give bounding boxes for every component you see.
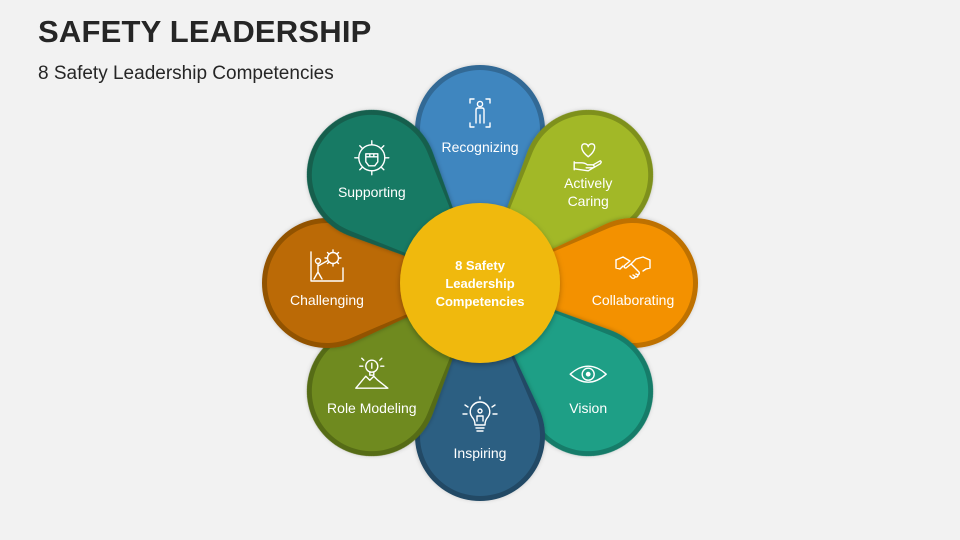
petal-label: Inspiring — [454, 445, 507, 461]
petal-label: Role Modeling — [327, 400, 417, 416]
lightbulb-person-icon — [462, 396, 498, 432]
petal-label-line: Role Modeling — [327, 400, 417, 416]
hub-label-line: 8 Safety — [455, 258, 506, 273]
petal-label-line: Supporting — [338, 184, 406, 200]
petal-label-line: Actively — [564, 175, 612, 191]
petal-label: Collaborating — [592, 292, 675, 308]
hub-label-line: Leadership — [445, 276, 514, 291]
petal-label: Supporting — [338, 184, 406, 200]
hub-label-line: Competencies — [436, 294, 525, 309]
petal-shape — [419, 283, 540, 496]
petal-collaborating: Collaborating — [480, 218, 698, 348]
push-gear-icon — [310, 249, 344, 282]
petal-label-line: Challenging — [290, 292, 364, 308]
heart-in-hand-icon — [573, 143, 602, 172]
petal-label-line: Vision — [569, 400, 607, 416]
petal-label-line: Collaborating — [592, 292, 675, 308]
petal-label: Vision — [569, 400, 607, 416]
idea-mountain-icon — [355, 357, 389, 389]
hub-circle — [400, 203, 560, 363]
person-focus-icon — [469, 98, 491, 128]
petal-shape — [420, 70, 540, 283]
petal-label-line: Caring — [568, 193, 609, 209]
eye-icon — [569, 365, 607, 383]
petal-inspiring: Inspiring — [415, 283, 545, 501]
petal-recognizing: Recognizing — [415, 65, 545, 283]
petal-label-line: Inspiring — [454, 445, 507, 461]
handshake-icon — [615, 256, 651, 280]
page-subtitle: 8 Safety Leadership Competencies — [38, 63, 334, 84]
petal-challenging: Challenging — [262, 218, 480, 348]
page-title: SAFETY LEADERSHIP — [38, 14, 372, 49]
petal-label-line: Recognizing — [441, 139, 518, 155]
petal-shape — [267, 223, 480, 343]
petal-shape — [480, 223, 693, 343]
petal-label: Challenging — [290, 292, 364, 308]
petal-label: Recognizing — [441, 139, 518, 155]
gear-fist-icon — [354, 140, 390, 176]
